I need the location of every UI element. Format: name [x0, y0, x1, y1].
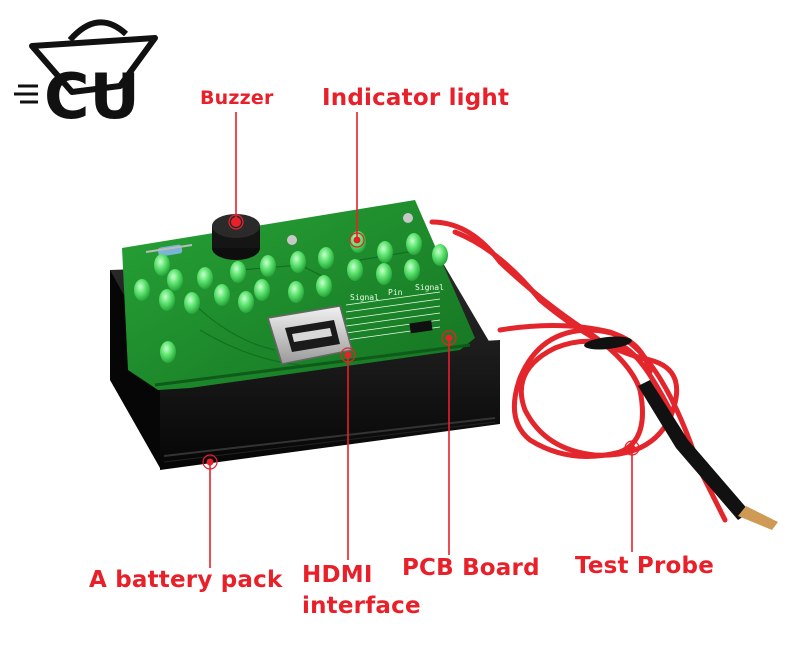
- led: [406, 233, 422, 255]
- test-probe-label: Test Probe: [575, 553, 714, 579]
- probe-tip: [638, 380, 778, 530]
- indicator-light-label: Indicator light: [322, 85, 510, 111]
- led: [290, 251, 306, 273]
- led: [154, 254, 170, 276]
- led: [316, 275, 332, 297]
- hdmi-port: [267, 305, 353, 365]
- cart-icon: [29, 35, 158, 95]
- buzzer-component: [212, 214, 260, 260]
- led: [197, 267, 213, 289]
- pin-table-silkscreen: Signal Pin Signal: [345, 283, 444, 341]
- led: [184, 292, 200, 314]
- led: [214, 284, 230, 306]
- buzzer-label: Buzzer: [200, 87, 274, 109]
- led: [376, 263, 392, 285]
- led: [159, 289, 175, 311]
- svg-text:Signal: Signal: [415, 283, 444, 292]
- led: [160, 341, 176, 363]
- led: [404, 259, 420, 281]
- led: [254, 279, 270, 301]
- led: [167, 269, 183, 291]
- svg-text:Signal: Signal: [350, 293, 379, 302]
- led: [318, 247, 334, 269]
- test-probe-wire: [429, 219, 728, 523]
- led: [347, 259, 363, 281]
- indicator-leds: [134, 231, 448, 363]
- led: [230, 261, 246, 283]
- led: [432, 244, 448, 266]
- led: [260, 255, 276, 277]
- battery-pack-label: A battery pack: [89, 567, 283, 593]
- led: [377, 241, 393, 263]
- hdmi-label-line1: HDMI: [302, 562, 373, 588]
- pcb-board-label: PCB Board: [402, 555, 540, 581]
- callout-markers: [202, 214, 640, 470]
- led: [288, 281, 304, 303]
- callouts: [209, 112, 633, 568]
- svg-text:Pin: Pin: [388, 288, 403, 297]
- resistor: [145, 244, 193, 257]
- logo-text: CU: [44, 60, 140, 133]
- led: [134, 279, 150, 301]
- led: [238, 291, 254, 313]
- brand-logo: CU: [14, 19, 158, 133]
- hdmi-label-line2: interface: [302, 593, 421, 619]
